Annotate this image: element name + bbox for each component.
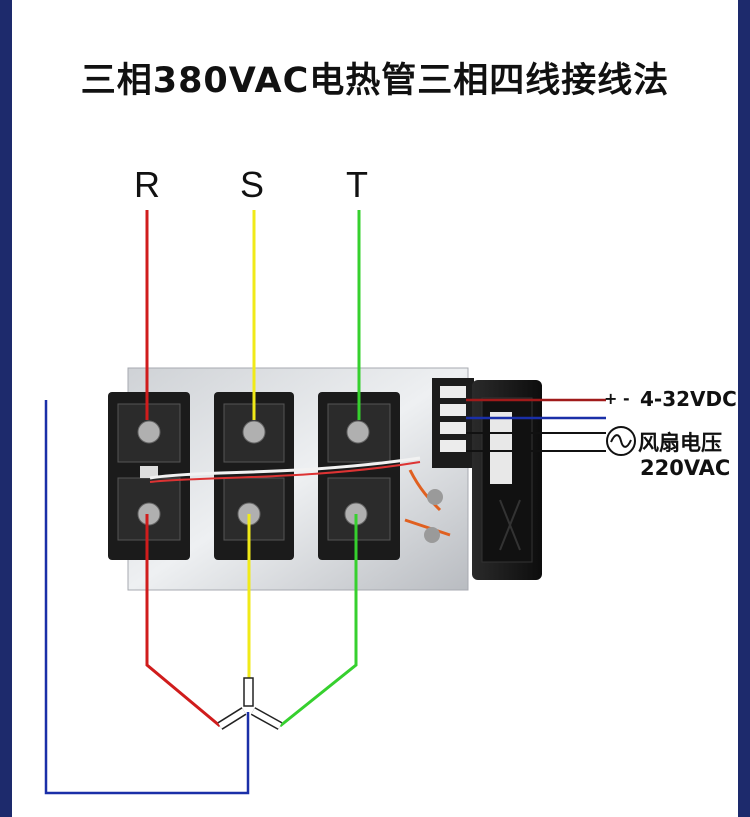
right-border bbox=[738, 0, 750, 817]
load-wire-t bbox=[279, 514, 358, 728]
terminal-block bbox=[432, 378, 474, 468]
internal-control-wires bbox=[149, 456, 451, 543]
ac-sine-icon bbox=[606, 426, 636, 456]
fan-voltage-label: 风扇电压 bbox=[638, 431, 722, 455]
neutral-wire bbox=[44, 400, 250, 795]
ssr-module-r bbox=[108, 392, 190, 560]
control-polarity: + - bbox=[604, 389, 630, 408]
load-wire-r bbox=[145, 514, 221, 728]
phase-label-t: T bbox=[346, 164, 368, 205]
phase-label-r: R bbox=[134, 164, 160, 205]
left-border bbox=[0, 0, 12, 817]
page-title: 三相380VAC电热管三相四线接线法 bbox=[80, 61, 670, 101]
ssr-module-t bbox=[318, 392, 400, 560]
cooling-fan bbox=[472, 380, 542, 580]
heater-elements-star bbox=[217, 677, 283, 730]
phase-label-s: S bbox=[240, 164, 265, 205]
control-voltage: 4-32VDC bbox=[640, 387, 737, 411]
fan-voltage-value: 220VAC bbox=[640, 456, 731, 480]
